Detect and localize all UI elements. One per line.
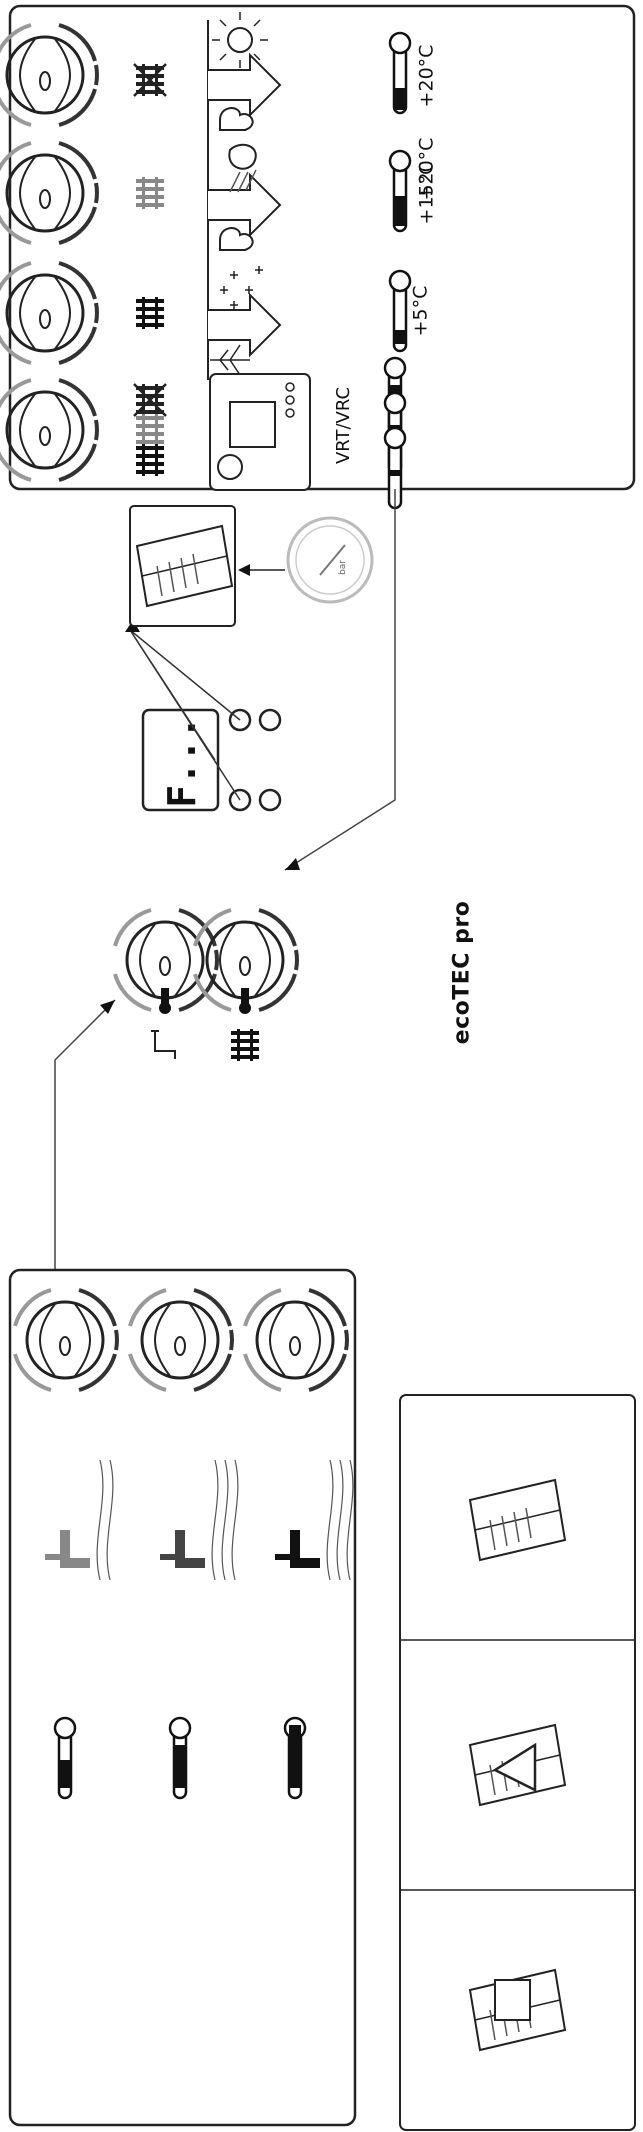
control-knob-icon xyxy=(0,261,99,365)
connector-line xyxy=(129,629,241,801)
cloud-icon xyxy=(228,143,257,170)
control-knob-icon xyxy=(12,1288,119,1392)
house-icon xyxy=(208,52,282,118)
steam-lines xyxy=(96,1459,354,1581)
thermometer-fill xyxy=(59,1760,71,1788)
thermometer-fill xyxy=(394,196,406,226)
minus-button xyxy=(258,788,282,812)
thermometer-fill xyxy=(394,88,406,110)
error-code: F... xyxy=(160,716,204,808)
tap-icon xyxy=(160,1530,205,1568)
tap-icon xyxy=(151,1030,176,1059)
tree-icon xyxy=(210,344,250,376)
temp-label-warm: +20°C xyxy=(415,44,438,108)
radiator-icon xyxy=(133,383,167,476)
manual-with-warning xyxy=(469,1724,566,1806)
arrowhead xyxy=(285,858,300,870)
weather-scene-snow xyxy=(207,260,282,380)
snow-icon xyxy=(220,266,263,309)
control-knob-icon xyxy=(243,1288,349,1392)
control-knob-icon xyxy=(0,23,99,127)
rain-icon xyxy=(229,169,257,193)
tap-icon xyxy=(45,1530,90,1568)
house-icon xyxy=(208,172,282,238)
manual-with-document xyxy=(469,1969,566,2051)
hot-water-panel xyxy=(8,1268,357,2127)
plus-button xyxy=(258,708,282,732)
warning-icon xyxy=(492,1742,537,1793)
control-knob-icon xyxy=(128,1288,234,1392)
manuals-panel xyxy=(399,1394,636,2131)
document-icon xyxy=(494,1979,531,2021)
pressure-unit: bar xyxy=(338,560,348,575)
radiator-icon xyxy=(136,177,164,209)
tree-icon xyxy=(219,227,254,251)
heating-curve-panel xyxy=(8,4,636,491)
temp-label-mild-low: +15°C xyxy=(415,161,438,225)
tap-icon xyxy=(275,1530,320,1568)
manual-icon xyxy=(469,1479,566,1561)
radiator-icon xyxy=(231,1029,259,1061)
connector-line xyxy=(284,489,396,871)
connector-line xyxy=(54,999,116,1270)
thermometer-group xyxy=(383,356,407,510)
arrowhead xyxy=(238,564,250,576)
thermometer-fill xyxy=(289,1725,301,1788)
house-icon xyxy=(208,292,282,358)
control-knob-icon xyxy=(0,378,99,482)
controller-model-label: VRT/VRC xyxy=(333,386,355,465)
thermometer-icon xyxy=(159,988,171,1014)
product-brand-label: ecoTEC pro xyxy=(449,900,475,1045)
tree-icon xyxy=(219,107,254,131)
radiator-icon xyxy=(133,63,167,97)
temp-label-cold: +5°C xyxy=(409,285,432,337)
weather-scene-rain xyxy=(207,140,282,260)
weather-scene-sun xyxy=(207,12,282,140)
room-thermostat xyxy=(209,373,311,491)
thermometer-fill xyxy=(174,1745,186,1788)
sun-icon xyxy=(227,27,253,53)
pressure-gauge-icon: bar xyxy=(286,516,374,604)
radiator-icon xyxy=(136,297,164,329)
thermometer-fill xyxy=(394,330,406,344)
thermometer-icon xyxy=(239,988,251,1014)
arrowhead xyxy=(100,1000,115,1014)
control-knob-icon xyxy=(0,141,99,245)
